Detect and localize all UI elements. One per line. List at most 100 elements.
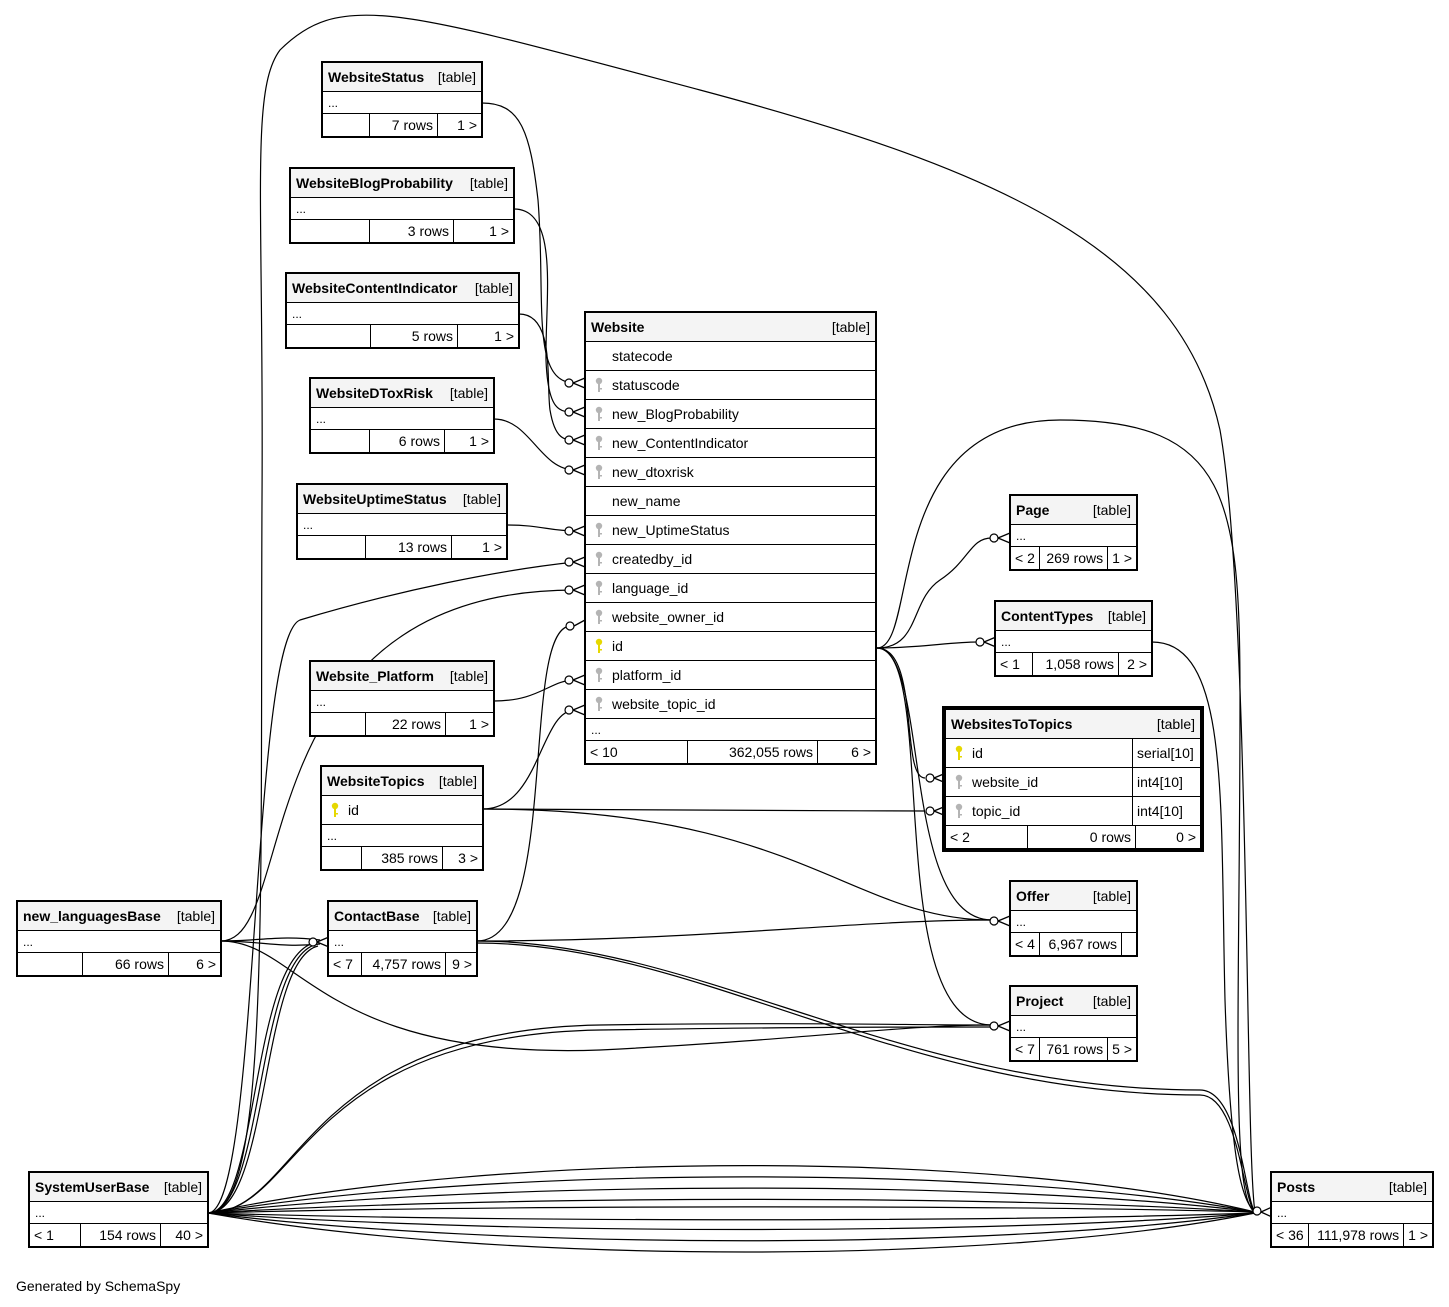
child-count[interactable]: 40 > xyxy=(175,1227,203,1243)
column-row[interactable]: website_topic_id xyxy=(586,690,875,719)
column-row[interactable]: new_dtoxrisk xyxy=(586,458,875,487)
parent-count[interactable] xyxy=(18,953,83,975)
column-name: website_owner_id xyxy=(612,609,725,625)
column-row[interactable]: new_ContentIndicator xyxy=(586,429,875,458)
child-count[interactable]: 1 > xyxy=(469,433,489,449)
table-type: [table] xyxy=(1156,716,1195,732)
parent-count[interactable]: < 7 xyxy=(329,953,362,975)
edge-contact-offer xyxy=(476,919,993,942)
column-name: language_id xyxy=(612,580,689,596)
table-name: SystemUserBase xyxy=(35,1179,150,1195)
edge-website-page xyxy=(876,537,993,649)
child-count[interactable]: 9 > xyxy=(452,956,472,972)
table-websitecontentindicator[interactable]: WebsiteContentIndicator[table] ... 5 row… xyxy=(285,272,520,349)
parent-count[interactable]: < 4 xyxy=(1011,933,1040,955)
parent-count[interactable] xyxy=(323,114,370,136)
table-websiteblogprobability[interactable]: WebsiteBlogProbability[table] ... 3 rows… xyxy=(289,167,515,244)
parent-count[interactable]: < 7 xyxy=(1011,1038,1040,1060)
parent-count[interactable] xyxy=(298,536,366,558)
table-header: ContactBase[table] xyxy=(329,902,476,931)
column-type: int4[10] xyxy=(1132,797,1200,825)
more-columns: ... xyxy=(1272,1202,1432,1224)
child-count[interactable]: 6 > xyxy=(196,956,216,972)
parent-count[interactable]: < 2 xyxy=(946,826,1028,848)
parent-count[interactable] xyxy=(291,220,370,242)
parent-count[interactable] xyxy=(311,430,370,452)
child-count[interactable]: 3 > xyxy=(458,850,478,866)
child-count[interactable]: 1 > xyxy=(494,328,514,344)
child-count[interactable]: 1 > xyxy=(457,117,477,133)
column-row[interactable]: createdby_id xyxy=(586,545,875,574)
column-name: platform_id xyxy=(612,667,682,683)
parent-count[interactable] xyxy=(287,325,371,347)
child-count[interactable]: 1 > xyxy=(489,223,509,239)
child-count[interactable]: 1 > xyxy=(1408,1227,1428,1243)
child-count[interactable]: 1 > xyxy=(1112,550,1132,566)
more-columns: ... xyxy=(1011,911,1136,933)
child-count[interactable] xyxy=(1122,933,1136,955)
parent-count[interactable]: < 2 xyxy=(1011,547,1040,569)
column-row[interactable]: language_id xyxy=(586,574,875,603)
parent-count[interactable] xyxy=(322,847,362,869)
edge-systemuser-posts-6 xyxy=(207,1212,1256,1221)
column-row[interactable]: website_owner_id xyxy=(586,603,875,632)
table-header: ContentTypes[table] xyxy=(996,602,1151,631)
table-type: [table] xyxy=(1107,608,1146,624)
child-count[interactable]: 5 > xyxy=(1112,1041,1132,1057)
parent-count[interactable]: < 1 xyxy=(996,653,1033,675)
column-row[interactable]: id xyxy=(322,796,482,825)
foreign-key-icon xyxy=(586,435,612,451)
table-type: [table] xyxy=(163,1179,202,1195)
more-columns: ... xyxy=(323,92,481,114)
child-count[interactable]: 1 > xyxy=(482,539,502,555)
table-type: [table] xyxy=(438,773,477,789)
column-row[interactable]: new_name xyxy=(586,487,875,516)
table-name: ContactBase xyxy=(334,908,420,924)
more-columns: ... xyxy=(311,691,493,713)
parent-count[interactable]: < 36 xyxy=(1272,1224,1310,1246)
column-name: id xyxy=(348,802,359,818)
column-name: website_id xyxy=(972,774,1039,790)
column-row[interactable]: platform_id xyxy=(586,661,875,690)
column-row[interactable]: id xyxy=(586,632,875,661)
table-header: Posts[table] xyxy=(1272,1173,1432,1202)
column-name: new_BlogProbability xyxy=(612,406,739,422)
parent-count[interactable] xyxy=(311,713,366,735)
column-row[interactable]: statuscode xyxy=(586,371,875,400)
column-row[interactable]: new_UptimeStatus xyxy=(586,516,875,545)
child-count[interactable]: 6 > xyxy=(851,744,871,760)
child-count[interactable]: 1 > xyxy=(469,716,489,732)
child-count[interactable]: 0 > xyxy=(1176,829,1196,845)
child-count[interactable]: 2 > xyxy=(1127,656,1147,672)
parent-count[interactable]: < 10 xyxy=(586,741,688,763)
table-name: new_languagesBase xyxy=(23,908,161,924)
primary-key-icon xyxy=(946,745,972,761)
column-row[interactable]: new_BlogProbability xyxy=(586,400,875,429)
parent-count[interactable]: < 1 xyxy=(30,1224,81,1246)
column-row[interactable]: statecode xyxy=(586,342,875,371)
